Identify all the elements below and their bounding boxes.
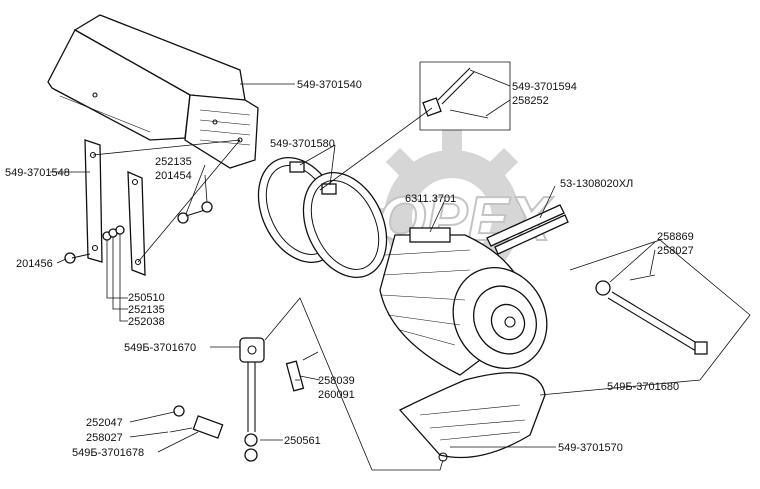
leader-lines bbox=[50, 61, 751, 471]
bolt-549b-3701680 bbox=[595, 274, 708, 355]
part-labels: 549-3701540 549-3701594 258252 549-37015… bbox=[5, 79, 694, 459]
label-258039: 258039 bbox=[318, 375, 355, 387]
label-252047: 252047 bbox=[86, 417, 123, 429]
cover-549-3701540 bbox=[47, 14, 259, 169]
label-549-3701570: 549-3701570 bbox=[558, 442, 623, 454]
label-250510: 250510 bbox=[128, 292, 165, 304]
label-549b-3701670: 549Б-3701670 bbox=[124, 342, 196, 354]
label-201454: 201454 bbox=[155, 170, 192, 182]
bolt-549-3701594 bbox=[422, 67, 489, 119]
bracket-549-3701548 bbox=[84, 139, 146, 276]
label-252038: 252038 bbox=[128, 316, 165, 328]
fasteners-left bbox=[64, 201, 213, 264]
label-258252: 258252 bbox=[512, 95, 549, 107]
bracket-549-3701570 bbox=[398, 372, 546, 462]
label-549b-3701678: 549Б-3701678 bbox=[72, 447, 144, 459]
label-258027-left: 258027 bbox=[86, 432, 123, 444]
label-252135-top: 252135 bbox=[155, 156, 192, 168]
label-6311-3701: 6311.3701 bbox=[405, 193, 456, 205]
label-260091: 260091 bbox=[318, 389, 355, 401]
label-250561: 250561 bbox=[284, 435, 321, 447]
label-252135-bottom: 252135 bbox=[128, 304, 165, 316]
label-201456: 201456 bbox=[16, 258, 53, 270]
label-549-3701548: 549-3701548 bbox=[5, 167, 70, 179]
clamps-549-3701580 bbox=[257, 156, 388, 279]
alternator-6311-3701 bbox=[379, 227, 548, 376]
label-53-1308020: 53-1308020ХЛ bbox=[560, 178, 633, 190]
label-258027-right: 258027 bbox=[657, 245, 694, 257]
rods-53-1308020 bbox=[486, 204, 569, 255]
label-549-3701540: 549-3701540 bbox=[297, 79, 362, 91]
label-549b-3701680: 549Б-3701680 bbox=[607, 381, 679, 393]
label-549-3701594: 549-3701594 bbox=[512, 81, 577, 93]
fork-549b-3701678 bbox=[169, 405, 224, 439]
adjuster-549b-3701670 bbox=[239, 337, 265, 462]
label-549-3701580: 549-3701580 bbox=[270, 138, 335, 150]
pin-258039 bbox=[285, 351, 319, 392]
label-258869: 258869 bbox=[657, 231, 694, 243]
